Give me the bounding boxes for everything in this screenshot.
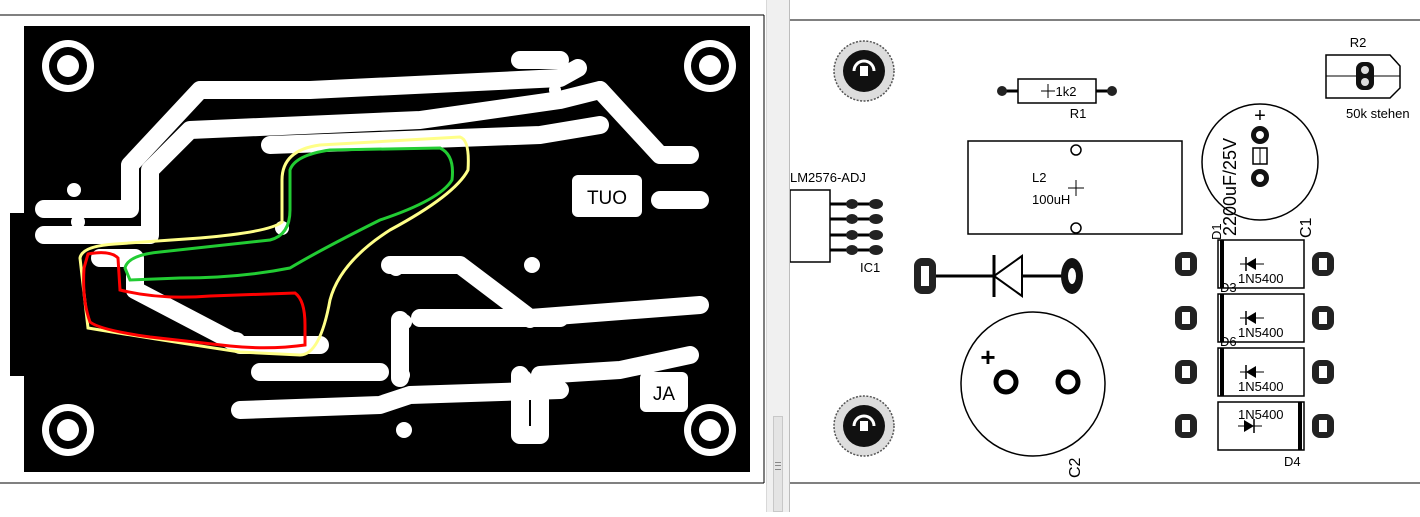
l2-value-label: 100uH <box>1032 192 1070 207</box>
component-d3[interactable]: D3 1N5400 <box>1175 280 1334 343</box>
channel-top-lower <box>35 81 699 244</box>
pcb-layout-canvas: TUO JA <box>0 14 765 484</box>
component-placement-canvas: 1k2 R1 R2 50k stehen LM2576-ADJ <box>789 19 1420 484</box>
component-d4[interactable]: 1N5400 D4 <box>1175 401 1334 469</box>
r1-value-label: 1k2 <box>1056 84 1077 99</box>
mounting-hole-br <box>684 404 736 456</box>
d3-name-label: D3 <box>1220 280 1237 295</box>
component-c2[interactable]: + C2 <box>960 311 1106 478</box>
component-l2[interactable]: L2 100uH <box>967 140 1183 235</box>
d6-name-label: D6 <box>1220 334 1237 349</box>
d1-name-label: D1 <box>1209 223 1224 240</box>
red-annotation-loop <box>82 251 307 350</box>
pcb-layout-pane: TUO JA <box>0 14 765 484</box>
pcb-connector-tab <box>10 213 26 376</box>
mounting-holes <box>42 40 736 456</box>
component-ic1[interactable]: LM2576-ADJ IC1 <box>789 170 883 275</box>
label-out-box: TUO <box>572 175 642 217</box>
splitter-grip-icon <box>775 462 781 470</box>
green-annotation-loop <box>123 146 454 282</box>
channel-red-loop <box>91 249 329 354</box>
component-r2[interactable]: R2 50k stehen <box>1325 35 1410 121</box>
placement-mounting-hole-top <box>833 40 895 102</box>
c1-value-label: 2200uF/25V <box>1220 138 1240 236</box>
component-d6[interactable]: D6 1N5400 <box>1175 334 1334 397</box>
r2-value-label: 50k stehen <box>1346 106 1410 121</box>
d1-value-label: 1N5400 <box>1238 271 1284 286</box>
yellow-annotation-loop <box>78 135 470 357</box>
d3-value-label: 1N5400 <box>1238 325 1284 340</box>
mounting-hole-bl <box>42 404 94 456</box>
d4-name-label: D4 <box>1284 454 1301 469</box>
d6-value-label: 1N5400 <box>1238 379 1284 394</box>
l2-name-label: L2 <box>1032 170 1046 185</box>
label-in-box: JA <box>640 372 688 412</box>
pane-splitter[interactable] <box>766 0 790 512</box>
d4-value-label: 1N5400 <box>1238 407 1284 422</box>
channel-bottom-long <box>231 381 569 419</box>
component-freewheel-diode[interactable] <box>914 254 1083 298</box>
c2-plus-icon: + <box>980 342 995 372</box>
mounting-hole-tl <box>42 40 94 92</box>
r1-name-label: R1 <box>1070 106 1087 121</box>
label-out-text: TUO <box>587 188 627 209</box>
component-d1[interactable]: D1 1N5400 <box>1175 223 1334 289</box>
r2-name-label: R2 <box>1350 35 1367 50</box>
c1-name-label: C1 <box>1298 217 1315 238</box>
mounting-hole-tr <box>684 40 736 92</box>
solder-pads <box>45 60 698 440</box>
placement-mounting-hole-bottom <box>833 395 895 457</box>
component-r1[interactable]: 1k2 R1 <box>997 78 1117 121</box>
c1-plus-icon: + <box>1254 105 1266 127</box>
label-in-text: JA <box>653 384 676 405</box>
component-c1[interactable]: + 2200uF/25V C1 <box>1201 103 1319 238</box>
ic1-value-label: LM2576-ADJ <box>790 170 866 185</box>
channel-bottom-right <box>511 346 699 444</box>
component-placement-pane: 1k2 R1 R2 50k stehen LM2576-ADJ <box>789 0 1420 512</box>
ic1-name-label: IC1 <box>860 260 880 275</box>
c2-name-label: C2 <box>1067 457 1084 478</box>
channel-right-mid <box>381 256 709 327</box>
